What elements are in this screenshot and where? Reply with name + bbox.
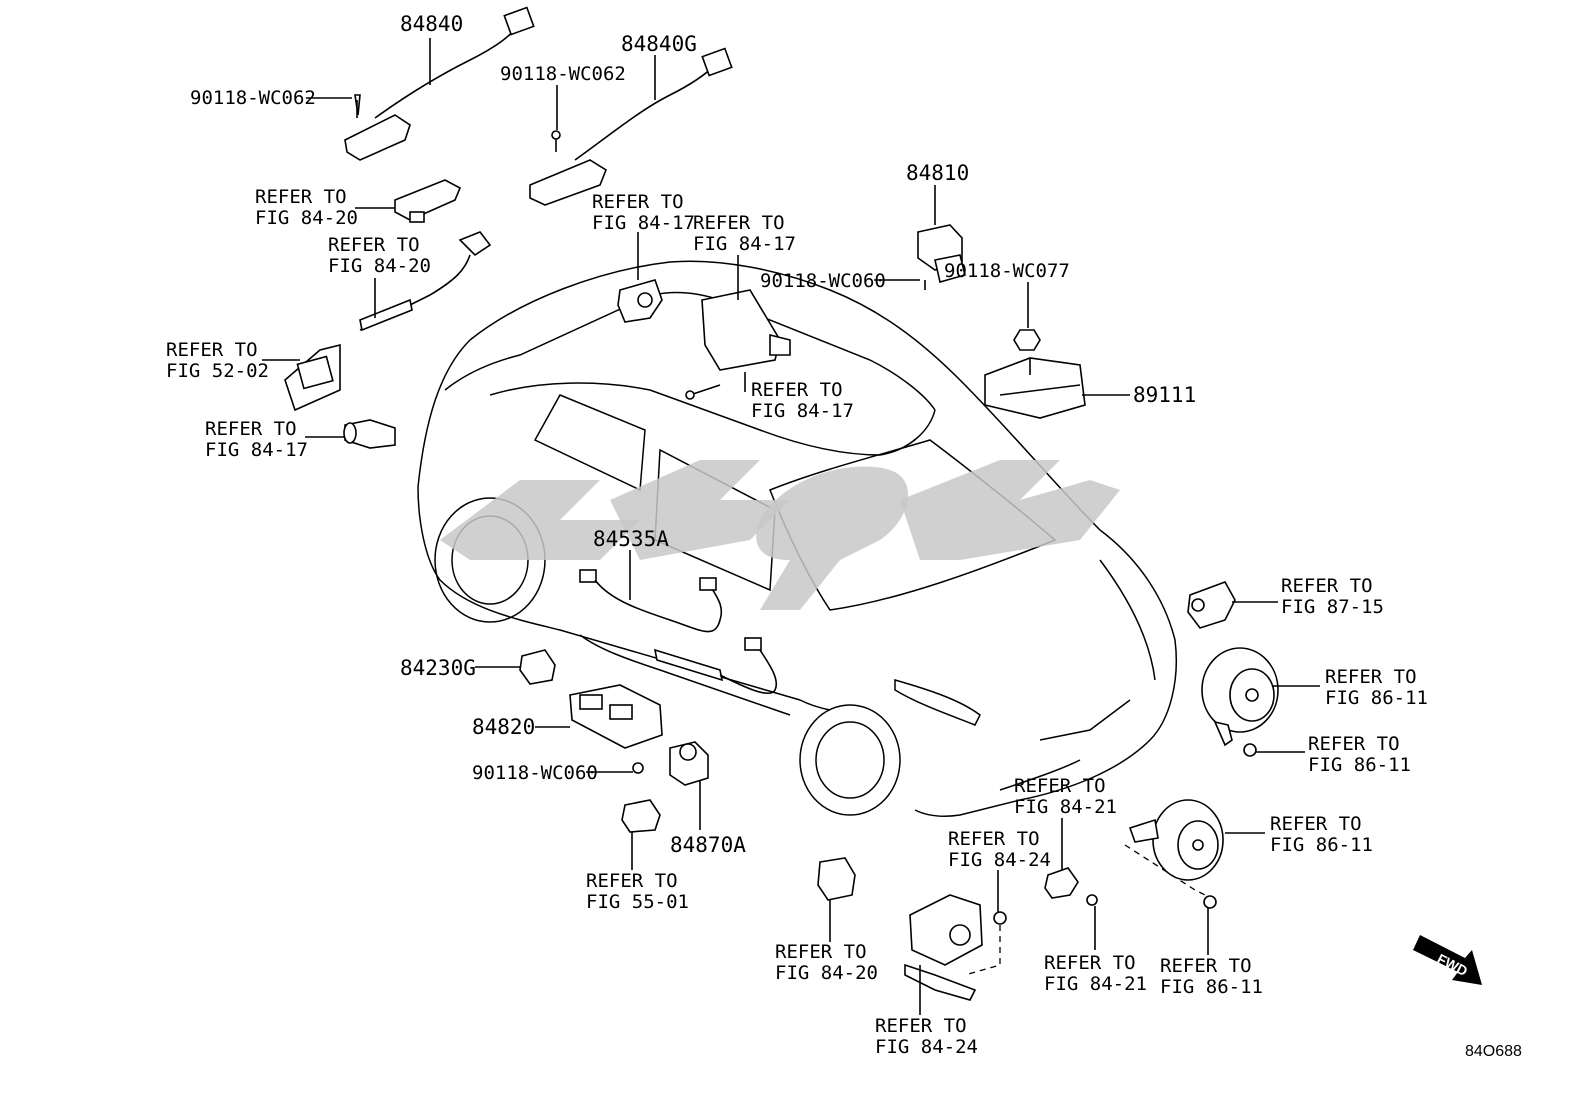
switch-84820	[569, 684, 663, 749]
horn-lower	[1124, 799, 1224, 909]
leader-lines	[262, 38, 1320, 1015]
ref-label: REFER TO	[592, 191, 684, 213]
ref-label: REFER TO	[1044, 952, 1136, 974]
switch-84870a	[669, 741, 709, 786]
ref-label: REFER TO	[1281, 575, 1373, 597]
fwd-label: FWD	[1435, 950, 1471, 979]
ref-label: FIG 86-11	[1160, 976, 1263, 998]
screw-wc060-b: 90118-WC060	[472, 762, 598, 784]
ref-label: REFER TO	[693, 212, 785, 234]
ref-label: FIG 86-11	[1325, 687, 1428, 709]
ref-label: FIG 84-24	[875, 1036, 978, 1058]
ref-label: REFER TO	[328, 234, 420, 256]
ref-label: REFER TO	[1325, 666, 1417, 688]
fwd-arrow: FWD	[1413, 935, 1482, 985]
bolt-wc060-lower	[632, 762, 644, 774]
part-84810: 84810	[906, 161, 969, 185]
switch-84230g	[519, 649, 556, 685]
ref-label: REFER TO	[586, 870, 678, 892]
part-84840g: 84840G	[621, 32, 697, 56]
nut-wc077	[1013, 329, 1041, 351]
sensor-84840g	[529, 47, 733, 206]
part-84870a: 84870A	[670, 833, 746, 857]
horn-upper	[1201, 647, 1279, 757]
sensor-ref-87-15	[1187, 581, 1236, 629]
ref-label: REFER TO	[1308, 733, 1400, 755]
ref-label: FIG 84-24	[948, 849, 1051, 871]
part-89111: 89111	[1133, 383, 1196, 407]
part-84840: 84840	[400, 12, 463, 36]
ref-label: FIG 86-11	[1308, 754, 1411, 776]
part-84535a: 84535A	[593, 527, 669, 551]
ref-label: REFER TO	[255, 186, 347, 208]
ref-label: FIG 87-15	[1281, 596, 1384, 618]
connector-ref-52-02	[284, 343, 341, 412]
module-89111	[984, 357, 1086, 419]
screw-wc060-a: 90118-WC060	[760, 270, 886, 292]
ref-label: REFER TO	[775, 941, 867, 963]
ref-label: REFER TO	[751, 379, 843, 401]
ref-label: REFER TO	[1270, 813, 1362, 835]
sensor-ref-84-17-center	[617, 279, 663, 323]
sensor-ref-84-17-left	[343, 419, 396, 449]
sensor-ref-84-20-bottom	[817, 857, 856, 901]
ref-label: FIG 84-20	[775, 962, 878, 984]
sensor-ref-84-21	[1044, 867, 1098, 906]
ref-label: FIG 84-17	[751, 400, 854, 422]
screw-wc062-a: 90118-WC062	[190, 87, 316, 109]
ref-label: FIG 84-17	[693, 233, 796, 255]
ref-label: FIG 84-17	[205, 439, 308, 461]
buzzer-ref-84-24	[904, 894, 1007, 1001]
part-84820: 84820	[472, 715, 535, 739]
ref-label: REFER TO	[1160, 955, 1252, 977]
screw-wc062-b: 90118-WC062	[500, 63, 626, 85]
switch-84810	[917, 224, 966, 290]
ref-label: REFER TO	[205, 418, 297, 440]
watermark-logo	[440, 460, 1120, 610]
nut-wc077-label: 90118-WC077	[944, 260, 1070, 282]
ref-label: FIG 84-20	[255, 207, 358, 229]
ref-label: FIG 84-20	[328, 255, 431, 277]
ref-label: FIG 84-17	[592, 212, 695, 234]
sensor-ref-84-20-harness	[359, 231, 492, 332]
harness-84535a	[579, 569, 778, 695]
ref-label: REFER TO	[166, 339, 258, 361]
ref-label: FIG 86-11	[1270, 834, 1373, 856]
sensor-ref-84-20-top	[394, 179, 462, 223]
connector-ref-55-01	[621, 799, 661, 833]
sensor-84840	[344, 6, 535, 161]
ref-label: FIG 84-21	[1044, 973, 1147, 995]
part-84230g: 84230G	[400, 656, 476, 680]
ref-label: REFER TO	[875, 1015, 967, 1037]
ecu-ref-84-17	[685, 289, 791, 400]
ref-label: REFER TO	[1014, 775, 1106, 797]
ref-label: FIG 52-02	[166, 360, 269, 382]
figure-code: 84O688	[1465, 1043, 1522, 1060]
ref-label: FIG 55-01	[586, 891, 689, 913]
ref-label: FIG 84-21	[1014, 796, 1117, 818]
ref-label: REFER TO	[948, 828, 1040, 850]
